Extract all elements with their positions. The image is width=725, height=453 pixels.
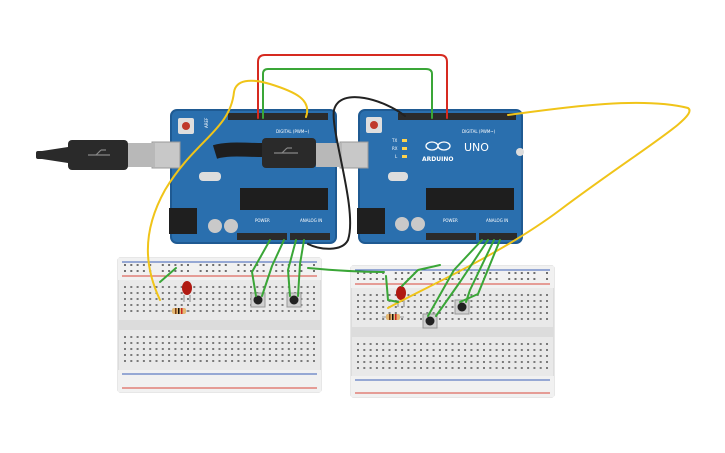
wire-green-top[interactable] — [262, 68, 433, 119]
led-rx-label: RX — [392, 146, 398, 151]
resistor-right[interactable] — [382, 314, 404, 320]
arduino-board-right[interactable]: DIGITAL (PWM~) ARDUINO UNO TX RX L POWER… — [339, 109, 524, 244]
pushbutton-right-2[interactable] — [454, 299, 470, 315]
digital-label-left: DIGITAL (PWM~) — [276, 129, 310, 134]
wire-yellow-left[interactable] — [146, 79, 309, 301]
aref-label-left: AREF — [204, 117, 209, 128]
arduino-board-left[interactable]: DIGITAL (PWM~) POWER ANALOG IN AREF — [151, 109, 337, 244]
power-label-left: POWER — [255, 218, 270, 223]
analog-label-right: ANALOG IN — [486, 218, 508, 223]
breadboard-right-holes — [357, 272, 548, 369]
breadboard-left[interactable] — [117, 257, 322, 393]
wires — [146, 54, 691, 317]
microcontroller-chip-left — [240, 188, 328, 210]
power-label-right: POWER — [443, 218, 458, 223]
digital-header-left — [228, 113, 328, 120]
led-left[interactable] — [182, 281, 192, 302]
breadboard-right[interactable] — [350, 265, 555, 398]
pushbutton-right-1[interactable] — [422, 313, 438, 329]
wire-red-top[interactable] — [257, 54, 448, 119]
usb-jack-right — [339, 141, 369, 169]
led-tx-label: TX — [391, 138, 397, 143]
analog-label-left: ANALOG IN — [300, 218, 322, 223]
usb-cable-right[interactable] — [212, 138, 342, 168]
brand-label: ARDUINO — [422, 156, 453, 163]
usb-symbol-icon — [274, 147, 298, 154]
model-label: UNO — [464, 141, 489, 154]
dc-jack-right — [357, 208, 385, 234]
usb-cable-left[interactable] — [36, 140, 155, 170]
digital-label-right: DIGITAL (PWM~) — [462, 129, 496, 134]
resistor-left[interactable] — [168, 308, 190, 314]
led-l-label: L — [395, 154, 398, 159]
arduino-logo-icon — [425, 141, 451, 151]
usb-jack-left — [151, 141, 181, 169]
dc-jack-left — [169, 208, 197, 234]
digital-header-right — [398, 113, 516, 120]
usb-symbol-icon — [88, 149, 110, 156]
wire-black-gnd[interactable] — [307, 96, 406, 250]
wire-yellow-right[interactable] — [387, 101, 691, 309]
wire-green-bridge[interactable] — [307, 267, 385, 273]
microcontroller-chip-right — [426, 188, 514, 210]
